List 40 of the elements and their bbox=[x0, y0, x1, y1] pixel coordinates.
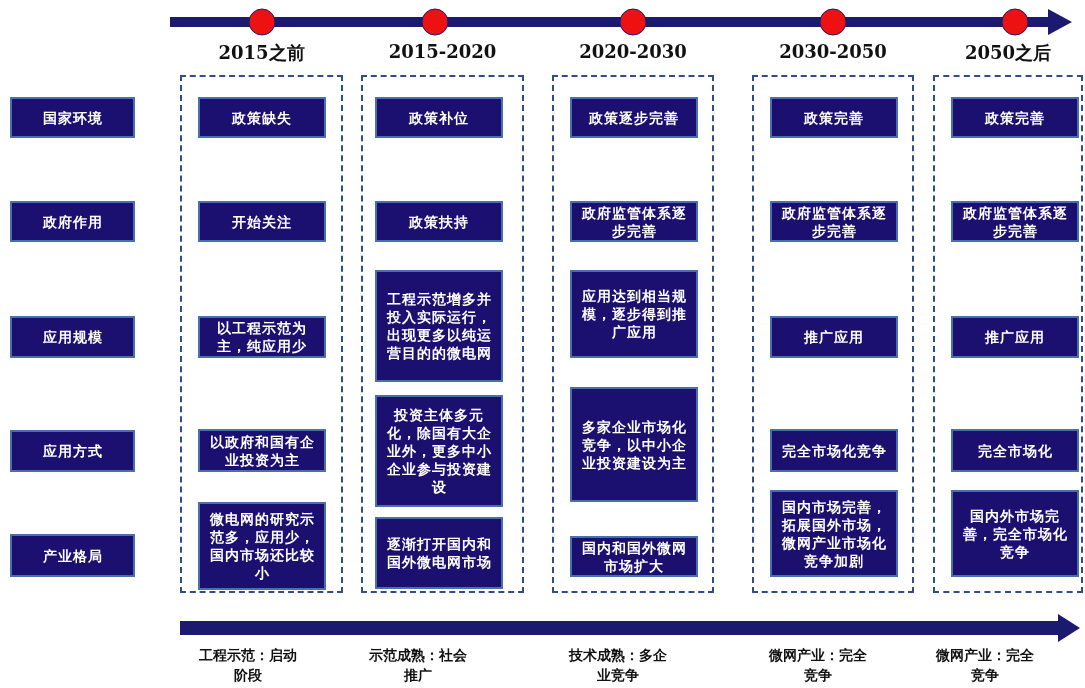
row-header-box: 政府作用 bbox=[10, 201, 135, 242]
stage-box: 政策补位 bbox=[375, 97, 503, 138]
stage-box: 以工程示范为主，纯应用少 bbox=[198, 316, 326, 358]
stage-label: 微网产业：完全竞争 bbox=[768, 646, 868, 685]
stage-box: 完全市场化 bbox=[951, 429, 1079, 472]
stage-box: 政策逐步完善 bbox=[570, 97, 698, 138]
stage-box: 完全市场化竞争 bbox=[770, 429, 898, 472]
row-header-box: 产业格局 bbox=[10, 534, 135, 577]
period-label: 2020-2030 bbox=[578, 41, 688, 62]
stage-label: 技术成熟：多企业竞争 bbox=[568, 646, 668, 685]
stage-box: 应用达到相当规模，逐步得到推广应用 bbox=[570, 270, 698, 358]
stage-box: 微电网的研究示范多，应用少，国内市场还比较小 bbox=[198, 502, 326, 590]
period-label: 2015-2020 bbox=[387, 41, 498, 62]
stage-box: 推广应用 bbox=[951, 316, 1079, 358]
stage-box: 逐渐打开国内和国外微电网市场 bbox=[375, 517, 503, 589]
stage-label: 示范成熟：社会推广 bbox=[368, 646, 468, 685]
stage-box: 投资主体多元化，除国有大企业外，更多中小企业参与投资建设 bbox=[375, 395, 503, 507]
row-header-box: 应用规模 bbox=[10, 316, 135, 358]
stage-box: 国内外市场完善，完全市场化竞争 bbox=[951, 490, 1079, 577]
row-header-box: 应用方式 bbox=[10, 430, 135, 472]
stage-box: 多家企业市场化竞争，以中小企业投资建设为主 bbox=[570, 387, 698, 502]
row-header-box: 国家环境 bbox=[10, 97, 135, 138]
stage-box: 政府监管体系逐步完善 bbox=[951, 201, 1079, 242]
stage-box: 以政府和国有企业投资为主 bbox=[198, 429, 326, 472]
stage-box: 政策扶持 bbox=[375, 201, 503, 242]
stage-box: 推广应用 bbox=[770, 316, 898, 358]
stage-label: 工程示范：启动阶段 bbox=[198, 646, 298, 685]
stage-box: 工程示范增多并投入实际运行，出现更多以纯运营目的的微电网 bbox=[375, 270, 503, 382]
period-label: 2015之前 bbox=[217, 41, 306, 65]
stage-box: 政策完善 bbox=[770, 97, 898, 138]
period-label: 2050之后 bbox=[963, 41, 1053, 65]
stage-box: 政策完善 bbox=[951, 97, 1079, 138]
stage-box: 政策缺失 bbox=[198, 97, 326, 138]
period-label: 2030-2050 bbox=[778, 41, 888, 62]
stage-box: 政府监管体系逐步完善 bbox=[770, 201, 898, 242]
stage-label: 微网产业：完全竞争 bbox=[935, 646, 1035, 685]
stage-box: 政府监管体系逐步完善 bbox=[570, 201, 698, 242]
stage-box: 国内和国外微网市场扩大 bbox=[570, 536, 698, 577]
stage-box: 开始关注 bbox=[198, 201, 326, 242]
stage-box: 国内市场完善，拓展国外市场，微网产业市场化竞争加剧 bbox=[770, 490, 898, 577]
